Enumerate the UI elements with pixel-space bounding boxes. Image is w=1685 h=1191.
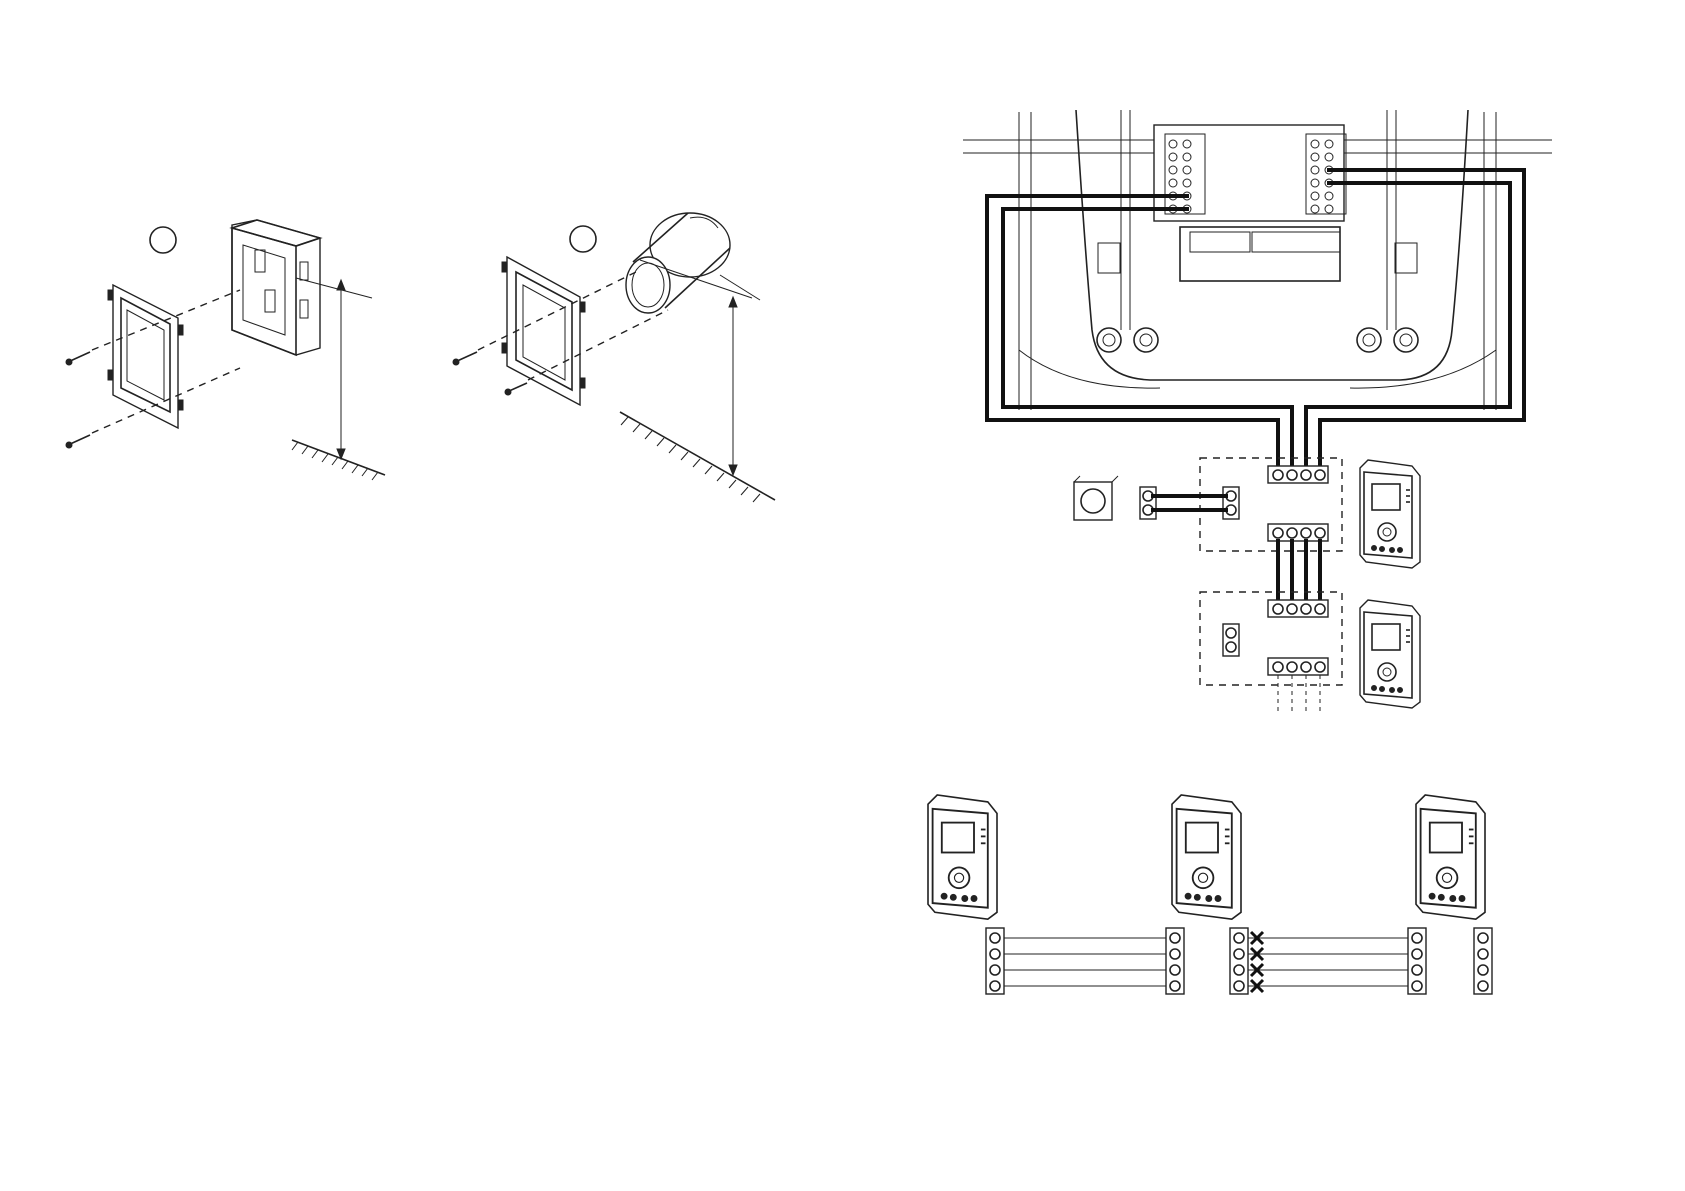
terminal-block-icon — [1408, 928, 1426, 994]
terminal-block-icon — [1140, 487, 1156, 519]
screw-icon — [453, 352, 477, 365]
terminal-block-icon — [1474, 928, 1492, 994]
monitor-icon — [1360, 600, 1420, 708]
monitor-icon — [1416, 795, 1485, 919]
flush-box-icon — [232, 220, 320, 355]
push-button-icon — [1074, 476, 1118, 520]
step-marker-circle-1 — [150, 227, 176, 253]
monitor-icon — [1172, 795, 1241, 919]
screw-icon — [66, 435, 90, 448]
mounting-plate-icon — [502, 257, 585, 405]
screw-icon — [66, 352, 90, 365]
step-marker-circle-2 — [570, 226, 596, 252]
monitor-icon — [928, 795, 997, 919]
terminal-block-icon — [1223, 487, 1239, 519]
terminal-block-icon — [1268, 524, 1328, 541]
figure-round-box-mounting — [453, 213, 775, 502]
screw-icon — [505, 383, 527, 395]
figure-wiring-panel — [963, 110, 1552, 715]
terminal-block-icon — [1268, 600, 1328, 617]
terminal-module-top — [1154, 125, 1346, 252]
terminal-block-icon — [1230, 928, 1248, 994]
terminal-block-icon — [1268, 466, 1328, 483]
terminal-block-icon — [1223, 624, 1239, 656]
terminal-block-icon — [986, 928, 1004, 994]
terminal-block-icon — [1268, 658, 1328, 675]
mounting-plate-icon — [108, 285, 183, 428]
figure-monitor-chain — [928, 795, 1492, 994]
monitor-icon — [1360, 460, 1420, 568]
figure-rect-box-mounting — [66, 220, 385, 480]
terminal-block-icon — [1166, 928, 1184, 994]
